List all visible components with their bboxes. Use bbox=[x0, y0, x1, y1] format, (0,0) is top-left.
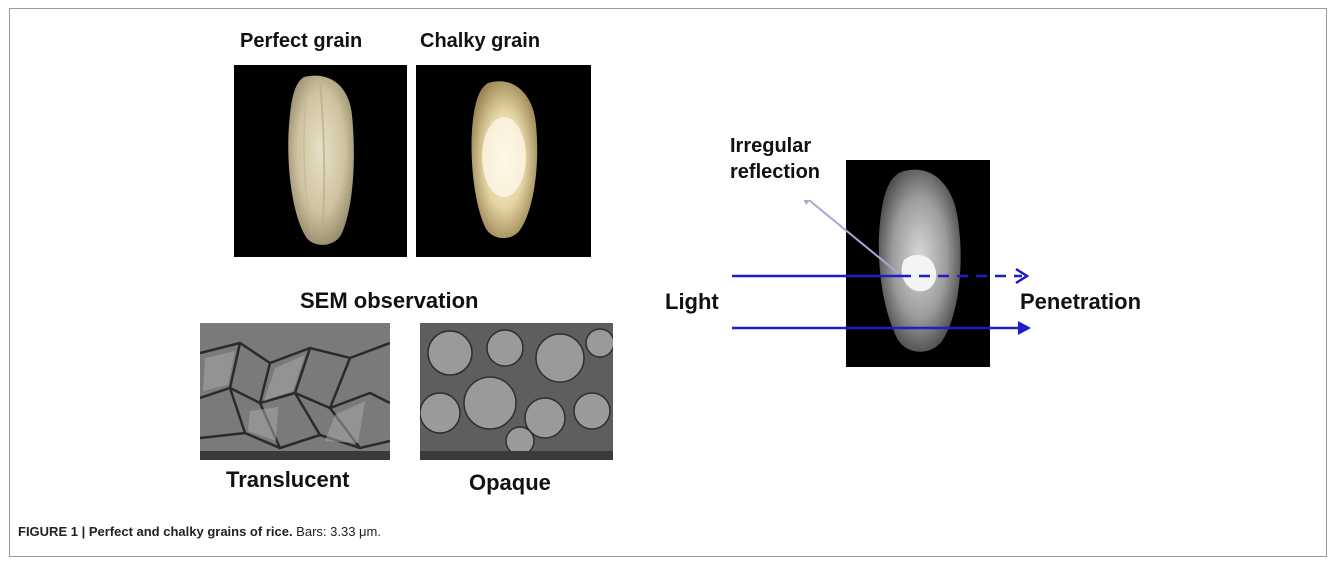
irregular-reflection-label-line2: reflection bbox=[730, 161, 820, 184]
opaque-label: Opaque bbox=[469, 470, 551, 496]
opaque-sem-photo bbox=[420, 323, 613, 460]
figure-frame bbox=[9, 8, 1327, 557]
penetration-label: Penetration bbox=[1020, 289, 1141, 315]
perfect-grain-photo bbox=[234, 65, 407, 257]
caption-text: Bars: 3.33 μm. bbox=[293, 524, 381, 539]
chalky-grain-photo bbox=[416, 65, 591, 257]
reflection-arrow bbox=[804, 200, 898, 273]
translucent-sem-photo bbox=[200, 323, 390, 460]
translucent-label: Translucent bbox=[226, 467, 349, 493]
figure-caption: FIGURE 1 | Perfect and chalky grains of … bbox=[18, 524, 381, 539]
light-label: Light bbox=[665, 289, 719, 315]
light-arrows-diagram bbox=[720, 200, 1040, 350]
chalky-grain-label: Chalky grain bbox=[420, 30, 540, 53]
irregular-reflection-label-line1: Irregular bbox=[730, 135, 811, 158]
lower-arrowhead bbox=[1018, 321, 1031, 335]
sem-observation-label: SEM observation bbox=[300, 288, 478, 314]
caption-title: FIGURE 1 | Perfect and chalky grains of … bbox=[18, 524, 293, 539]
perfect-grain-label: Perfect grain bbox=[240, 30, 362, 53]
